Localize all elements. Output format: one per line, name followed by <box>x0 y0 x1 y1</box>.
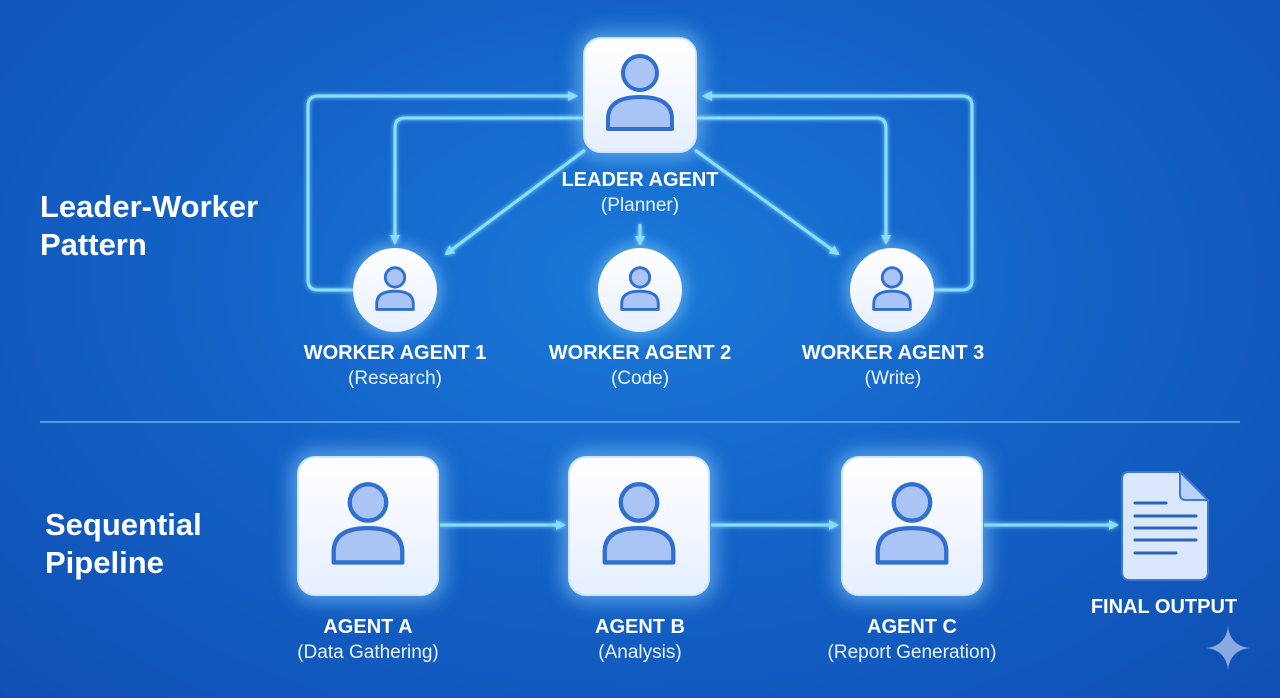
title-line: Pipeline <box>45 545 164 580</box>
agent-name: LEADER AGENT <box>561 169 719 191</box>
agent-name: WORKER AGENT 3 <box>801 342 985 364</box>
document-icon[interactable] <box>1120 470 1210 582</box>
arrow-leader-to-worker3 <box>697 116 891 245</box>
title-line: Sequential <box>45 507 202 542</box>
worker-agent-1-node[interactable] <box>353 248 437 332</box>
leader-agent-label: LEADER AGENT (Planner) <box>510 167 770 219</box>
final-output-label: FINAL OUTPUT <box>1034 594 1280 620</box>
arrow-leader-diag-worker3 <box>694 148 840 256</box>
worker-agent-3-node[interactable] <box>850 248 934 332</box>
output-name: FINAL OUTPUT <box>1090 596 1238 618</box>
agent-role: (Code) <box>610 368 670 389</box>
agent-name: AGENT A <box>323 616 413 638</box>
agent-role: (Analysis) <box>598 642 682 663</box>
arrow-worker1-to-leader <box>306 91 578 292</box>
user-icon <box>872 266 912 311</box>
section-title-leader-worker: Leader-Worker Pattern <box>40 188 258 264</box>
arrow-leader-to-worker1 <box>390 116 583 245</box>
agent-a-node[interactable] <box>297 456 439 596</box>
user-icon <box>331 482 405 565</box>
agent-role: (Planner) <box>600 195 680 216</box>
arrow-leader-diag-worker1 <box>444 148 586 256</box>
title-line: Leader-Worker <box>40 189 259 224</box>
agent-role: (Report Generation) <box>827 642 997 663</box>
worker-agent-2-label: WORKER AGENT 2 (Code) <box>510 340 770 392</box>
agent-b-node[interactable] <box>568 456 710 596</box>
user-icon <box>602 482 676 565</box>
title-line: Pattern <box>40 227 147 262</box>
agent-c-node[interactable] <box>841 456 983 596</box>
agent-c-label: AGENT C (Report Generation) <box>782 614 1042 666</box>
agent-name: WORKER AGENT 1 <box>303 342 487 364</box>
sparkle-icon <box>1206 626 1250 670</box>
user-icon <box>875 482 949 565</box>
user-icon <box>620 266 660 311</box>
leader-agent-node[interactable] <box>583 37 697 153</box>
agent-name: AGENT C <box>867 616 957 638</box>
agent-name: WORKER AGENT 2 <box>548 342 732 364</box>
worker-agent-1-label: WORKER AGENT 1 (Research) <box>265 340 525 392</box>
user-icon <box>375 266 415 311</box>
user-icon <box>606 54 674 131</box>
arrow-worker3-to-leader <box>702 91 974 292</box>
section-title-pipeline: Sequential Pipeline <box>45 506 202 582</box>
worker-agent-2-node[interactable] <box>598 248 682 332</box>
worker-agent-3-label: WORKER AGENT 3 (Write) <box>763 340 1023 392</box>
agent-role: (Write) <box>864 368 922 389</box>
agent-role: (Data Gathering) <box>297 642 439 663</box>
agent-b-label: AGENT B (Analysis) <box>510 614 770 666</box>
agent-name: AGENT B <box>595 616 685 638</box>
agent-a-label: AGENT A (Data Gathering) <box>238 614 498 666</box>
agent-role: (Research) <box>348 368 442 389</box>
